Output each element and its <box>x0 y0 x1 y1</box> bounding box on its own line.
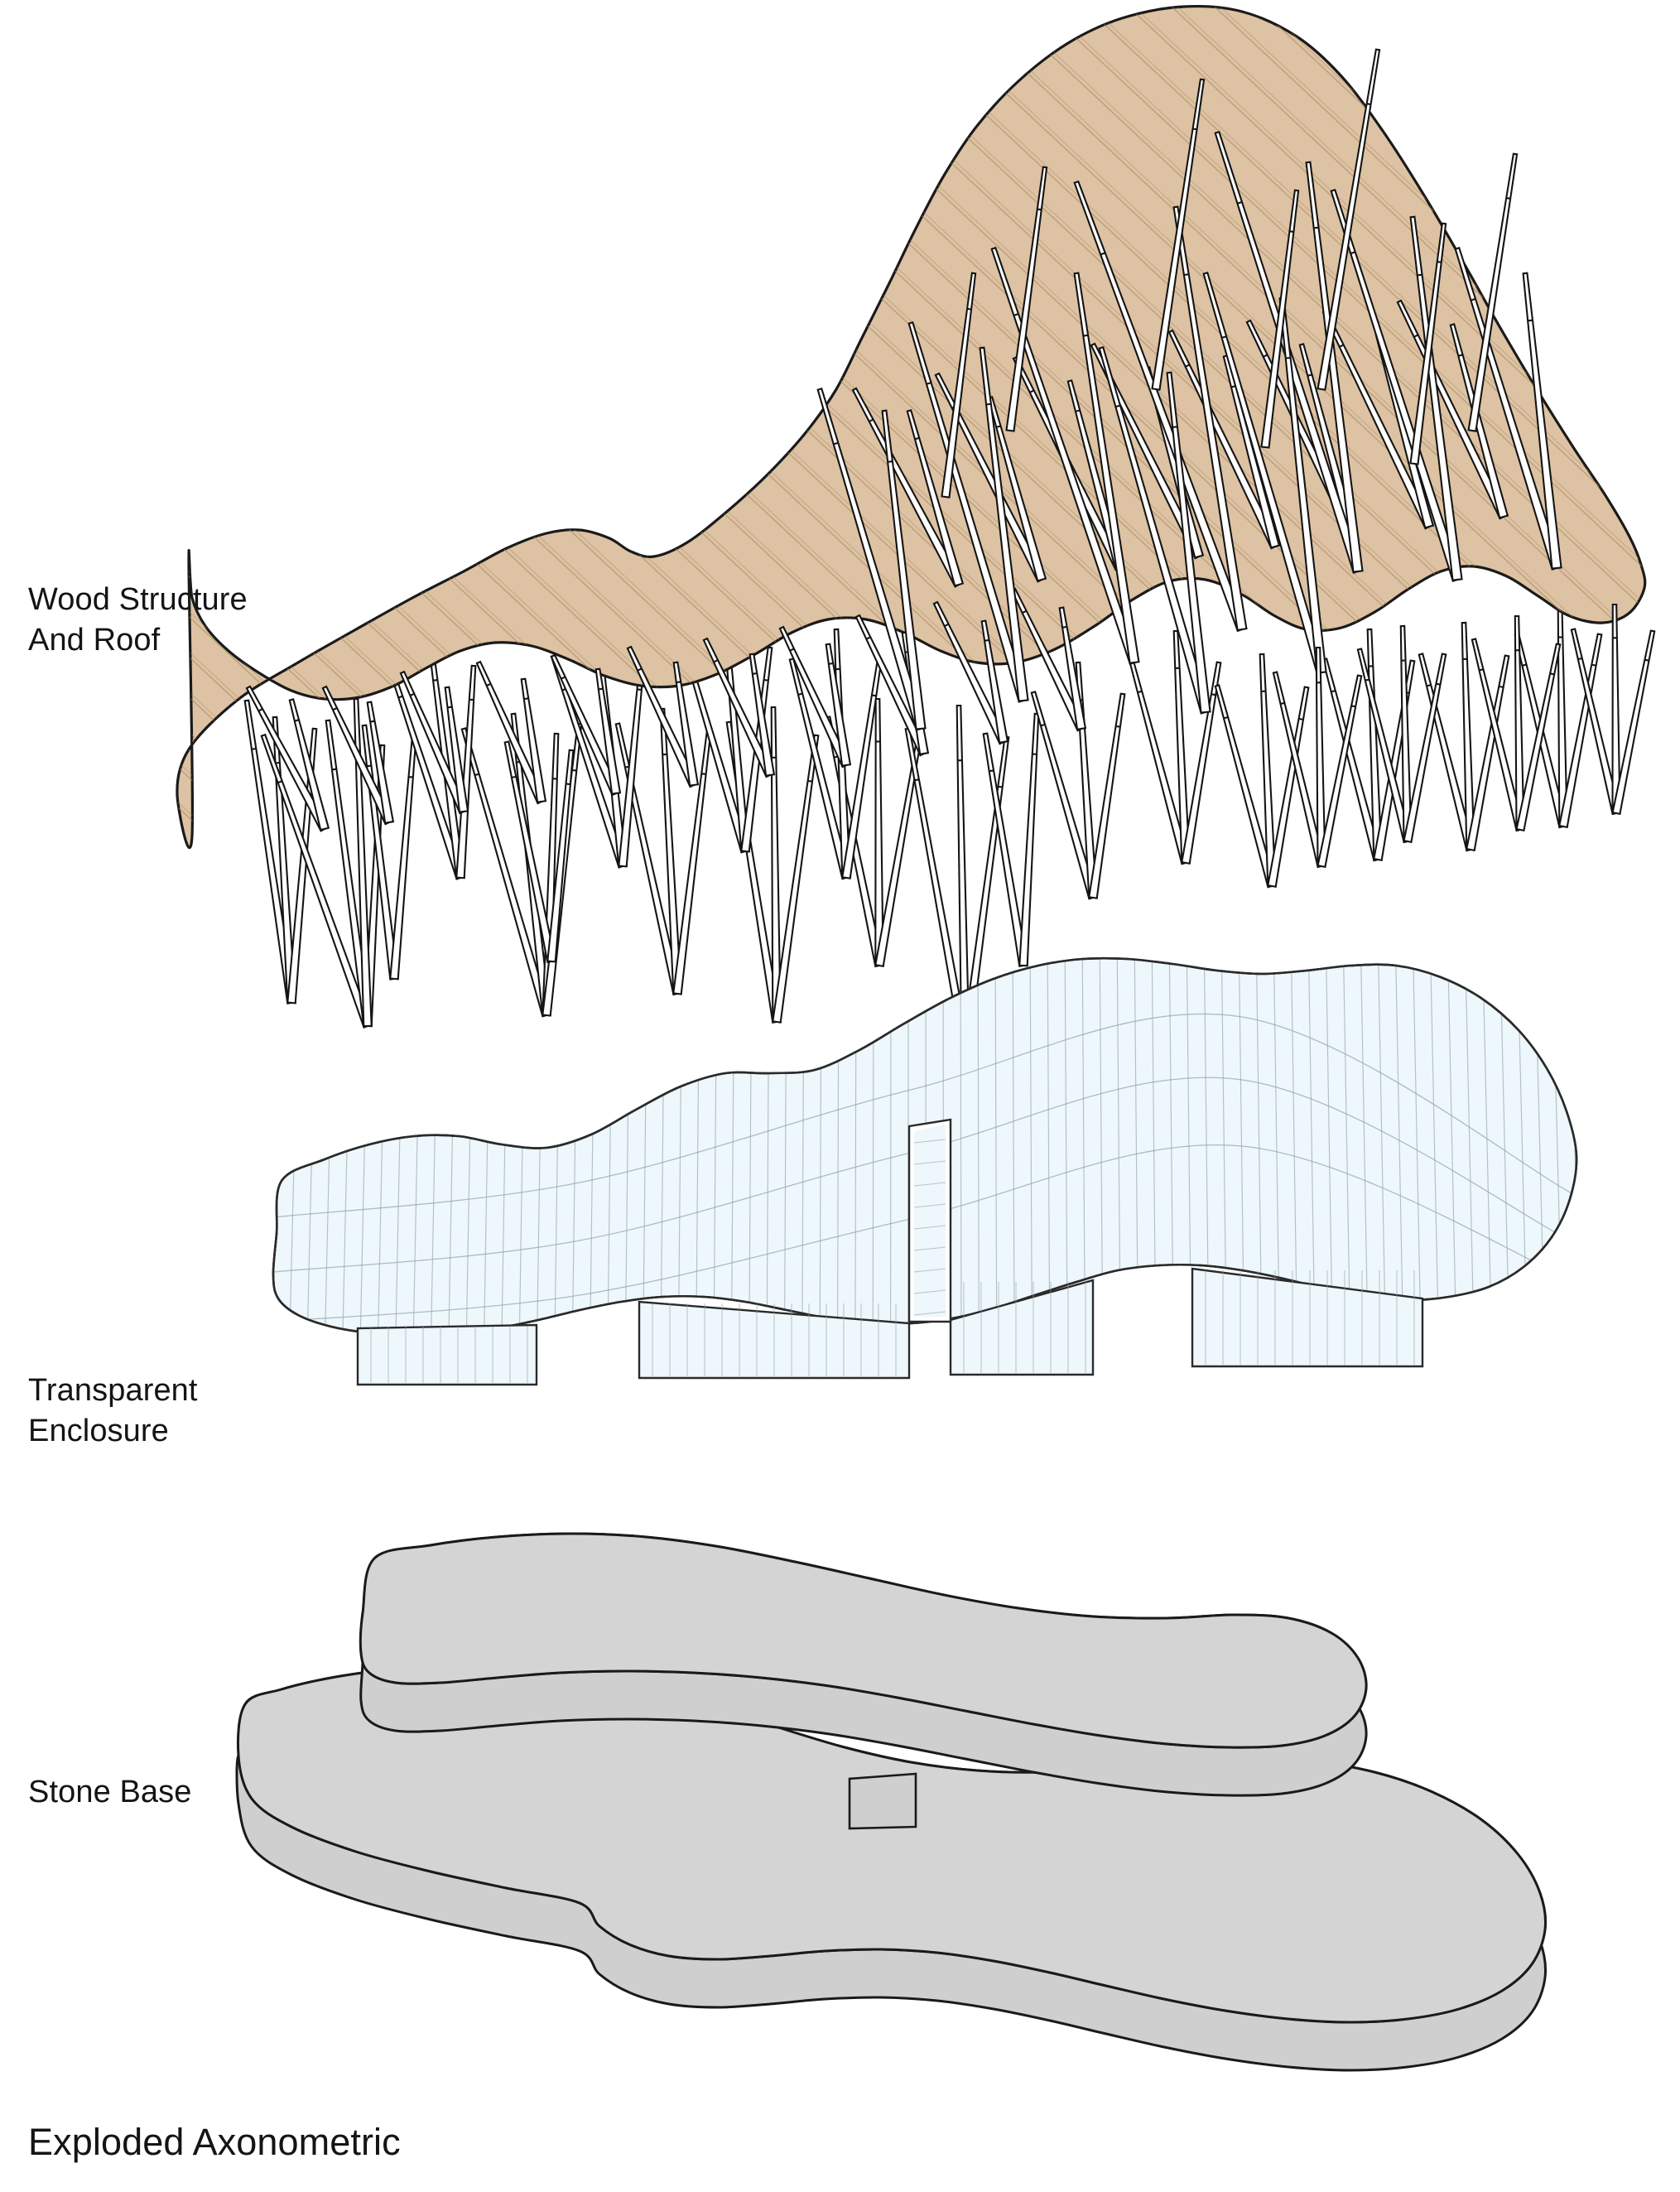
layer-transparent-enclosure <box>272 956 1578 1386</box>
layer-stone-base <box>235 1532 1548 2072</box>
stone-base-upper-slab <box>359 1532 1368 1797</box>
label-stone-base: Stone Base <box>28 1775 192 1809</box>
enclosure-base-extension <box>949 1279 1095 1376</box>
enclosure-notch-glazing <box>914 1125 946 1317</box>
enclosure-outline-overlay <box>272 956 1578 1337</box>
enclosure-base-extension <box>356 1323 538 1386</box>
enclosure-base-extension <box>1191 1267 1424 1368</box>
drawing-title: Exploded Axonometric <box>28 2121 401 2163</box>
stone-base-step-notch <box>848 1772 917 1830</box>
roof-columns-behind <box>243 600 1603 1051</box>
label-transparent-enclosure: Transparent Enclosure <box>28 1373 198 1448</box>
label-wood-structure-and-roof: Wood Structure And Roof <box>28 582 248 658</box>
layer-wood-structure-and-roof <box>176 4 1656 1051</box>
roof-columns-front <box>245 48 1656 869</box>
